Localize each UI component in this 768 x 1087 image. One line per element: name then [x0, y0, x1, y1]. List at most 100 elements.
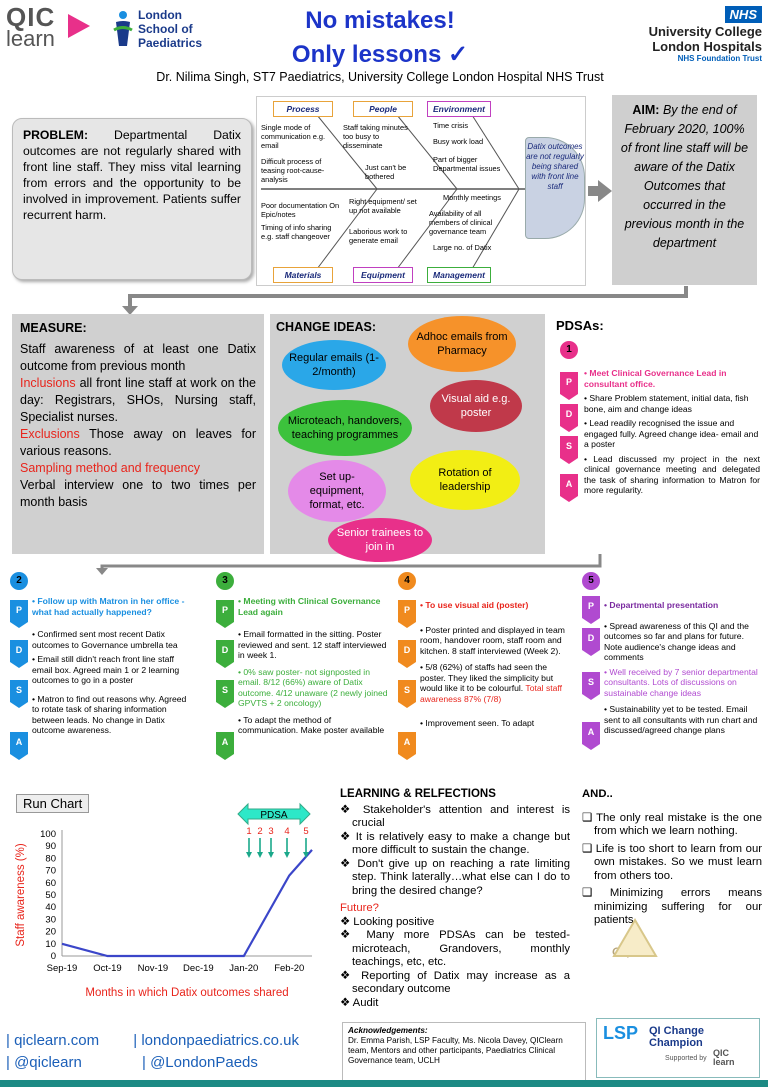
- ack-text: Dr. Emma Parish, LSP Faculty, Ms. Nicola…: [348, 1036, 563, 1065]
- learning-label: LEARNING & RELFECTIONS: [340, 788, 496, 800]
- y-tick-label: 10: [45, 939, 56, 950]
- cat-environment: Environment: [427, 101, 491, 117]
- pdsa-4-study: 5/8 (62%) of staffs had seen the poster.…: [420, 662, 554, 693]
- pdsa-mark-arrowhead: [284, 852, 290, 858]
- cat-process: Process: [273, 101, 333, 117]
- exclusions-label: Exclusions: [20, 427, 80, 441]
- pdsa-3-plan: Meeting with Clinical Governance Lead ag…: [238, 596, 390, 617]
- pdsa-5-tag-s: S: [582, 672, 600, 700]
- pdsa-5-tag-a: A: [582, 722, 600, 750]
- x-axis-label: Months in which Datix outcomes shared: [85, 987, 288, 999]
- learning-item: Stakeholder's attention and interest is …: [340, 804, 570, 831]
- title-line-2: Only lessons ✓: [291, 41, 469, 68]
- link-qiclearn[interactable]: | qiclearn.com: [6, 1032, 100, 1049]
- pdsa-5-plan: Departmental presentation: [604, 600, 762, 611]
- pdsa-4-plan: To use visual aid (poster): [420, 600, 574, 611]
- poster-title: No mistakes! Only lessons ✓: [230, 4, 530, 72]
- idea-setup: Set up- equipment, format, etc.: [288, 460, 386, 522]
- pdsa-mark-label: 2: [257, 826, 262, 837]
- cat-equipment: Equipment: [353, 267, 413, 283]
- future-item: Looking positive: [340, 916, 570, 930]
- cause: Busy work load: [433, 137, 484, 146]
- exclusions-text: Those away on leaves for various reasons…: [20, 427, 256, 458]
- ack-label: Acknowledgements:: [348, 1026, 428, 1035]
- pdsa-3: 3 P D S A Meeting with Clinical Governan…: [214, 572, 392, 772]
- y-axis-label: Staff awareness (%): [15, 843, 27, 947]
- aim-box: AIM: By the end of February 2020, 100% o…: [612, 95, 757, 285]
- pdsa-2-tag-s: S: [10, 680, 28, 708]
- pdsa-mark-arrowhead: [257, 852, 263, 858]
- title-line-1: No mistakes!: [305, 7, 455, 34]
- pdsa-connector: [96, 554, 602, 575]
- arrow-shaft: [588, 186, 600, 196]
- pdsa-5-number: 5: [582, 572, 600, 590]
- link-twitter-londonpaeds[interactable]: | @LondonPaeds: [142, 1054, 258, 1071]
- pdsa-4-tag-d: D: [398, 640, 416, 668]
- pdsa-2-plan: Follow up with Matron in her office - wh…: [32, 596, 192, 617]
- pdsa-1-tag-d: D: [560, 404, 578, 432]
- author-line: Dr. Nilima Singh, ST7 Paediatrics, Unive…: [156, 70, 604, 84]
- pdsa-mark-label: 1: [246, 826, 251, 837]
- pdsa-3-study: 0% saw poster- not signposted in email. …: [238, 667, 390, 709]
- idea-microteach: Microteach, handovers, teaching programm…: [278, 400, 412, 456]
- pdsa-3-tag-d: D: [216, 640, 234, 668]
- pdsa-4-text: To use visual aid (poster) Poster printe…: [420, 600, 574, 729]
- link-londonpaediatrics[interactable]: | londonpaediatrics.co.uk: [133, 1032, 299, 1049]
- pdsa-5-tag-d: D: [582, 628, 600, 656]
- pdsa-2-text: Follow up with Matron in her office - wh…: [32, 596, 192, 736]
- pdsa-2-tag-d: D: [10, 640, 28, 668]
- pdsa-1-study: Lead readily recognised the issue and en…: [584, 418, 760, 450]
- y-tick-label: 20: [45, 927, 56, 938]
- link-twitter-qiclearn[interactable]: | @qiclearn: [6, 1054, 82, 1071]
- learn-logo-text: learn: [6, 26, 55, 51]
- lsp-line-1: London: [138, 8, 182, 22]
- x-tick-label: Jan-20: [229, 963, 258, 974]
- pdsa-4-total: Total staff awareness 87% (7/8): [420, 683, 563, 704]
- pdsa-2-study: Email still didn't reach front line staf…: [32, 654, 192, 686]
- pdsa-2-tag-p: P: [10, 600, 28, 628]
- warning-icon: [612, 918, 658, 957]
- y-tick-label: 0: [51, 951, 56, 962]
- inclusions-label: Inclusions: [20, 376, 76, 390]
- nhs-trust: NHS Foundation Trust: [677, 54, 762, 63]
- pdsa-5-act: Sustainability yet to be tested. Email s…: [604, 704, 762, 736]
- and-item: Life is too short to learn from our own …: [582, 843, 762, 884]
- pdsas-label: PDSAs:: [556, 318, 604, 333]
- sampling-label: Sampling method and frequency: [20, 461, 200, 475]
- qic-logo-text: QIC: [6, 2, 56, 32]
- pdsa-1-number: 1: [560, 341, 578, 359]
- cause: Just can't be bothered: [365, 163, 407, 181]
- cause: Single mode of communication e.g. email: [261, 123, 326, 150]
- cause: Timing of info sharing e.g. staff change…: [261, 223, 332, 241]
- acknowledgements: Acknowledgements: Dr. Emma Parish, LSP F…: [342, 1022, 586, 1082]
- footer-links: | qiclearn.com | londonpaediatrics.co.uk…: [6, 1030, 346, 1082]
- cause: Monthly meetings: [443, 193, 501, 202]
- nhs-org-line-2: London Hospitals: [652, 39, 762, 54]
- nhs-logo: NHS University College London Hospitals …: [630, 6, 762, 63]
- arrow-head-icon: [598, 180, 612, 202]
- pdsa-3-text: Meeting with Clinical Governance Lead ag…: [238, 596, 390, 736]
- x-tick-label: Nov-19: [138, 963, 169, 974]
- connector-arrow: [122, 286, 688, 315]
- idea-regular: Regular emails (1-2/month): [282, 340, 386, 390]
- and-label: AND..: [582, 788, 613, 800]
- idea-senior: Senior trainees to join in: [328, 518, 432, 562]
- pdsa-2-tag-a: A: [10, 732, 28, 760]
- learning-section: LEARNING & RELFECTIONS Stakeholder's att…: [340, 788, 570, 1020]
- lsp-logo: London School of Paediatrics: [112, 8, 222, 52]
- footer-bar: [0, 1080, 768, 1087]
- pdsa-2: 2 P D S A Follow up with Matron in her o…: [8, 572, 198, 772]
- cause: Right equipment/ set up not available: [349, 197, 417, 215]
- pdsa-3-tag-p: P: [216, 600, 234, 628]
- idea-visual: Visual aid e.g. poster: [430, 380, 522, 432]
- pdsa-5-tag-p: P: [582, 596, 600, 624]
- idea-adhoc: Adhoc emails from Pharmacy: [408, 316, 516, 372]
- and-item: The only real mistake is the one from wh…: [582, 812, 762, 839]
- sampling-text: Verbal interview one to two times per mo…: [20, 478, 256, 509]
- supported-by: Supported by: [665, 1055, 707, 1062]
- cause: Laborious work to generate email: [349, 227, 408, 245]
- pdsa-5-text: Departmental presentation Spread awarene…: [604, 600, 762, 736]
- pdsa-mark-arrowhead: [246, 852, 252, 858]
